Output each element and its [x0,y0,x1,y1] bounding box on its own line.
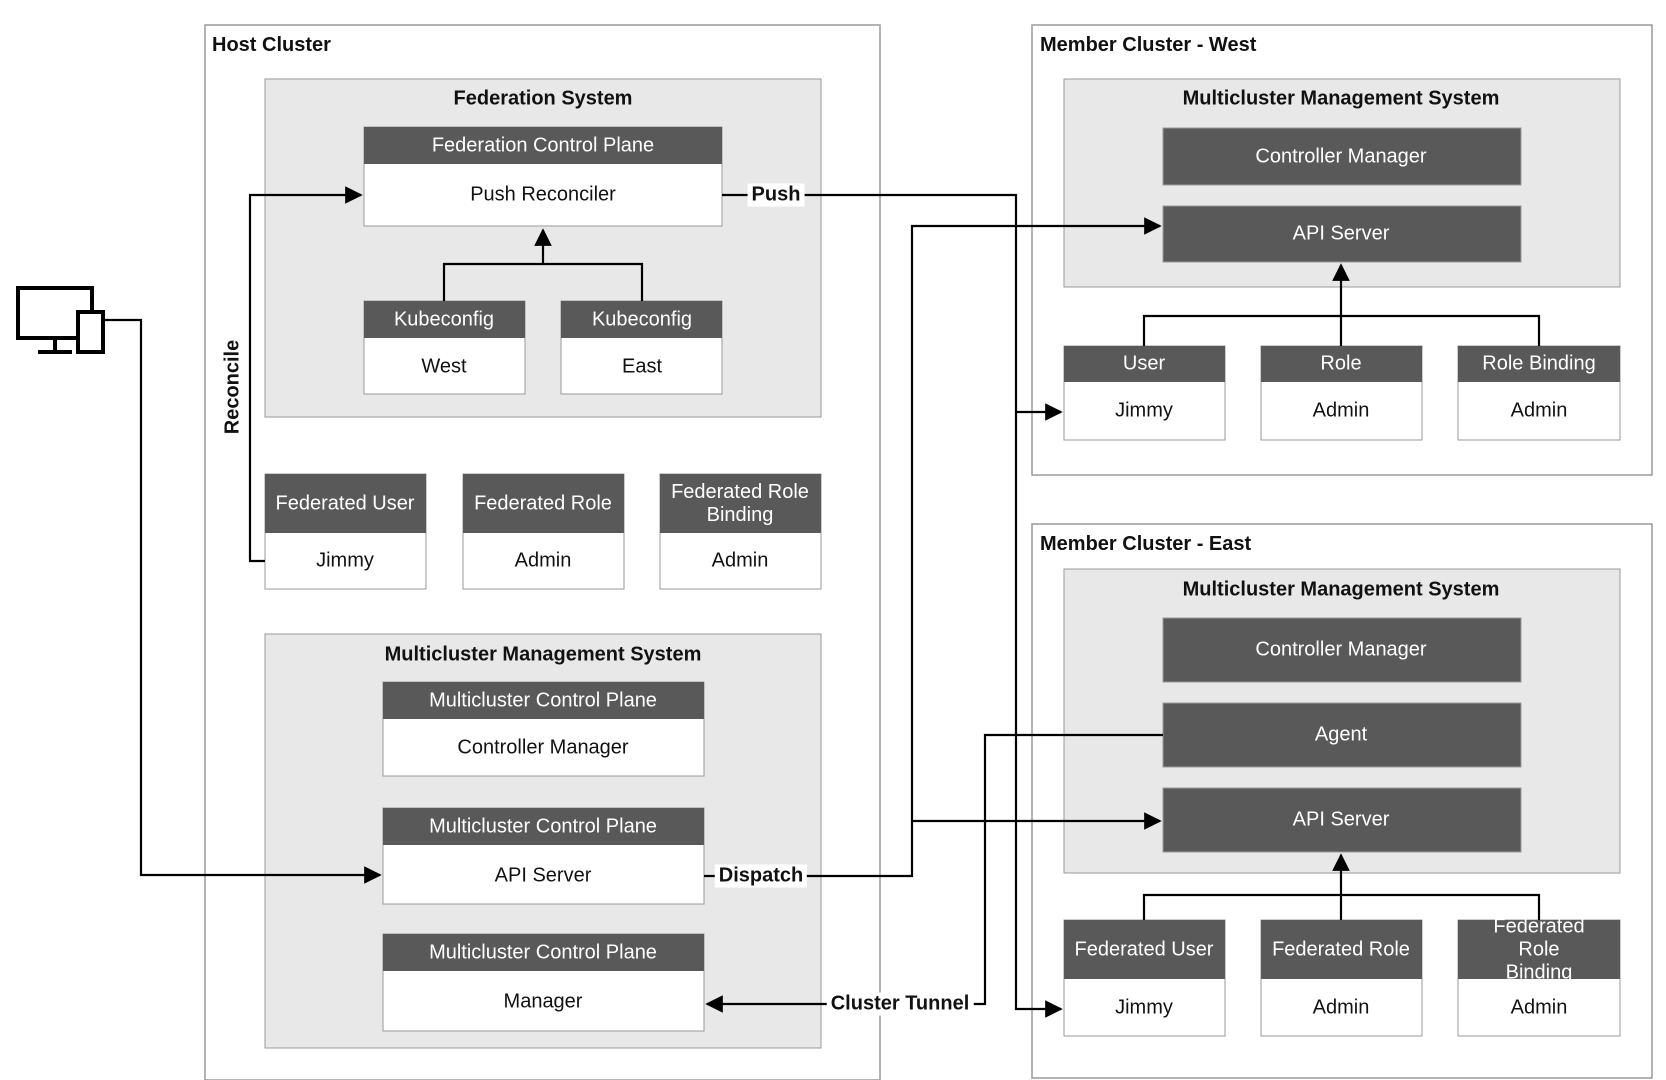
east-cluster-title: Member Cluster - East [1040,533,1252,555]
east-federated-user-header-label: Federated User [1074,938,1214,961]
east-agent-box [1162,702,1522,768]
west-rolebinding-label: Admin [1510,399,1568,422]
host-federated-role-label: Admin [514,549,572,572]
east-federated-rolebinding-label: Admin [1510,996,1568,1019]
kubeconfig-east-header [561,301,722,338]
west-resources-to-api-arrow [1142,265,1541,346]
east-federated-user-label: Jimmy [1115,996,1173,1019]
monitor-phone-icon [16,286,105,354]
push-to-east-user-arrow [1014,412,1063,1018]
east-federated-rolebinding-header-label: Federated Role Binding [1493,915,1585,984]
host-cluster-title: Host Cluster [212,34,331,56]
east-controller-manager-label: Controller Manager [1255,638,1427,661]
cluster-tunnel-edge-label: Cluster Tunnel [826,992,974,1016]
push-reconciler-label: Push Reconciler [470,183,616,206]
host-federated-rolebinding-header-label: Federated Role Binding [671,481,809,526]
mcp-manager-header [383,934,704,971]
east-mcm-title: Multicluster Management System [1182,578,1500,601]
federation-system-title: Federation System [453,87,633,110]
west-cluster-title: Member Cluster - West [1040,34,1257,56]
east-federated-rolebinding-header [1458,920,1620,979]
kubeconfig-west-header-label: Kubeconfig [393,308,495,331]
reconcile-edge-label: Reconcile [221,335,245,439]
west-user-header [1064,346,1225,382]
federation-control-plane-header-label: Federation Control Plane [431,134,655,157]
east-federated-role-header [1261,920,1422,979]
client-to-api-server-arrow [103,318,382,884]
mcp-manager-label: Manager [503,990,583,1013]
host-federated-rolebinding-header [660,474,821,533]
west-rolebinding-header [1458,346,1620,382]
west-role-header-label: Role [1320,352,1362,375]
host-federated-role-header-label: Federated Role [474,492,612,515]
reconcile-arrow [248,186,363,563]
mcp-controller-manager-header-label: Multicluster Control Plane [429,689,657,712]
west-api-server-label: API Server [1292,222,1390,245]
host-federated-rolebinding-label: Admin [711,549,769,572]
west-role-header [1261,346,1422,382]
host-federated-user-header-label: Federated User [275,492,415,515]
kubeconfig-west-header [364,301,525,338]
host-federated-user-header [265,474,426,533]
dispatch-edge-label: Dispatch [714,864,808,888]
kubeconfig-east-label: East [621,355,663,378]
push-edge-label: Push [747,183,805,207]
host-federated-role-header [463,474,624,533]
kubeconfig-west-label: West [421,355,467,378]
west-user-header-label: User [1122,352,1166,375]
west-rolebinding-header-label: Role Binding [1482,352,1596,375]
dispatch-to-west-api-arrow [704,217,1162,878]
mcp-controller-manager-label: Controller Manager [457,736,629,759]
west-controller-manager-label: Controller Manager [1255,145,1427,168]
west-mcm-title: Multicluster Management System [1182,87,1500,110]
east-federated-role-header-label: Federated Role [1272,938,1410,961]
east-resources-to-api-arrow [1142,855,1541,920]
push-to-west-user-arrow [722,193,1063,421]
mcp-manager-header-label: Multicluster Control Plane [429,941,657,964]
host-mcm-title: Multicluster Management System [384,643,702,666]
east-federated-user-header [1064,920,1225,979]
mcp-api-server-header [383,808,704,845]
west-user-label: Jimmy [1115,399,1173,422]
east-controller-manager-box [1162,617,1522,683]
mcp-controller-manager-header [383,682,704,719]
mcp-api-server-header-label: Multicluster Control Plane [429,815,657,838]
east-agent-label: Agent [1314,723,1368,746]
west-role-label: Admin [1312,399,1370,422]
west-controller-manager-box [1162,127,1522,186]
east-api-server-label: API Server [1292,808,1390,831]
kubeconfig-east-header-label: Kubeconfig [591,308,693,331]
host-federated-user-label: Jimmy [316,549,374,572]
kubeconfigs-to-push-reconciler-arrow [442,230,644,301]
federation-control-plane-header [364,127,722,164]
mcp-api-server-label: API Server [494,864,592,887]
east-federated-role-label: Admin [1312,996,1370,1019]
